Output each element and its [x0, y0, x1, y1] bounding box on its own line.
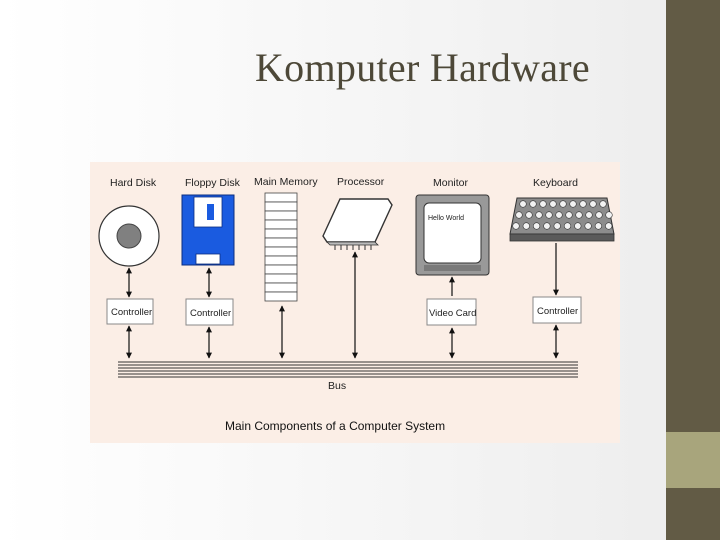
keyboard-key	[589, 200, 597, 208]
sidebar-dark-bottom	[666, 488, 720, 540]
keyboard-key	[519, 200, 527, 208]
keyboard-key	[584, 222, 592, 230]
memory-cell	[264, 246, 298, 257]
main-memory-icon	[264, 192, 298, 302]
keyboard-key	[574, 222, 582, 230]
memory-cell	[264, 219, 298, 230]
keyboard-key	[575, 211, 583, 219]
bus-label: Bus	[328, 380, 346, 392]
monitor-screen-text: Hello World	[428, 215, 464, 222]
keyboard-key	[545, 211, 553, 219]
slide-title: Komputer Hardware	[255, 45, 590, 90]
memory-cell	[264, 291, 298, 302]
computer-components-diagram: Hard Disk Floppy Disk Main Memory Proces…	[90, 162, 620, 443]
video-card-controller: Video Card	[426, 298, 477, 326]
sidebar-accent	[666, 432, 720, 488]
keyboard-key	[585, 211, 593, 219]
keyboard-key	[555, 211, 563, 219]
memory-cell	[264, 237, 298, 248]
memory-cell	[264, 210, 298, 221]
keyboard-key	[549, 200, 557, 208]
keyboard-key	[579, 200, 587, 208]
memory-cell	[264, 264, 298, 275]
keyboard-key	[533, 222, 541, 230]
keyboard-controller: Controller	[532, 296, 582, 324]
memory-cell	[264, 228, 298, 239]
hard-disk-controller-label: Controller	[111, 307, 152, 318]
system-bus	[118, 361, 578, 378]
diagram-svg: Hard Disk Floppy Disk Main Memory Proces…	[98, 176, 615, 433]
sidebar-dark-top	[666, 0, 720, 432]
processor-label: Processor	[337, 176, 385, 188]
keyboard-key	[522, 222, 530, 230]
keyboard-key	[553, 222, 561, 230]
monitor-icon: Hello World	[415, 194, 490, 276]
keyboard-key	[569, 200, 577, 208]
keyboard-key	[539, 200, 547, 208]
main-memory-label: Main Memory	[254, 176, 318, 188]
keyboard-key	[565, 211, 573, 219]
monitor-label: Monitor	[433, 177, 469, 189]
floppy-disk-icon	[181, 194, 235, 266]
hard-disk-label: Hard Disk	[110, 177, 157, 189]
floppy-disk-controller: Controller	[185, 298, 234, 326]
keyboard-key	[595, 211, 603, 219]
floppy-disk-label: Floppy Disk	[185, 177, 241, 189]
memory-cell	[264, 201, 298, 212]
keyboard-keys	[512, 200, 613, 230]
keyboard-icon	[509, 197, 615, 242]
memory-cell	[264, 192, 298, 203]
hard-disk-controller: Controller	[106, 298, 154, 325]
floppy-disk-controller-label: Controller	[190, 308, 231, 319]
memory-cell	[264, 282, 298, 293]
processor-icon	[322, 198, 393, 250]
video-card-controller-label: Video Card	[429, 308, 476, 319]
keyboard-controller-label: Controller	[537, 306, 578, 317]
keyboard-key	[512, 222, 520, 230]
keyboard-key	[515, 211, 523, 219]
memory-cell	[264, 273, 298, 284]
keyboard-key	[605, 211, 613, 219]
keyboard-key	[525, 211, 533, 219]
keyboard-key	[563, 222, 572, 230]
keyboard-key	[529, 200, 537, 208]
keyboard-key	[535, 211, 543, 219]
connector-arrows	[126, 243, 559, 359]
keyboard-key	[559, 200, 567, 208]
diagram-caption: Main Components of a Computer System	[225, 419, 445, 433]
keyboard-key	[543, 222, 551, 230]
keyboard-label: Keyboard	[533, 177, 578, 189]
keyboard-key	[599, 200, 607, 208]
keyboard-key	[594, 222, 603, 230]
memory-cell	[264, 255, 298, 266]
keyboard-key	[605, 222, 613, 230]
hard-disk-icon	[98, 205, 160, 267]
